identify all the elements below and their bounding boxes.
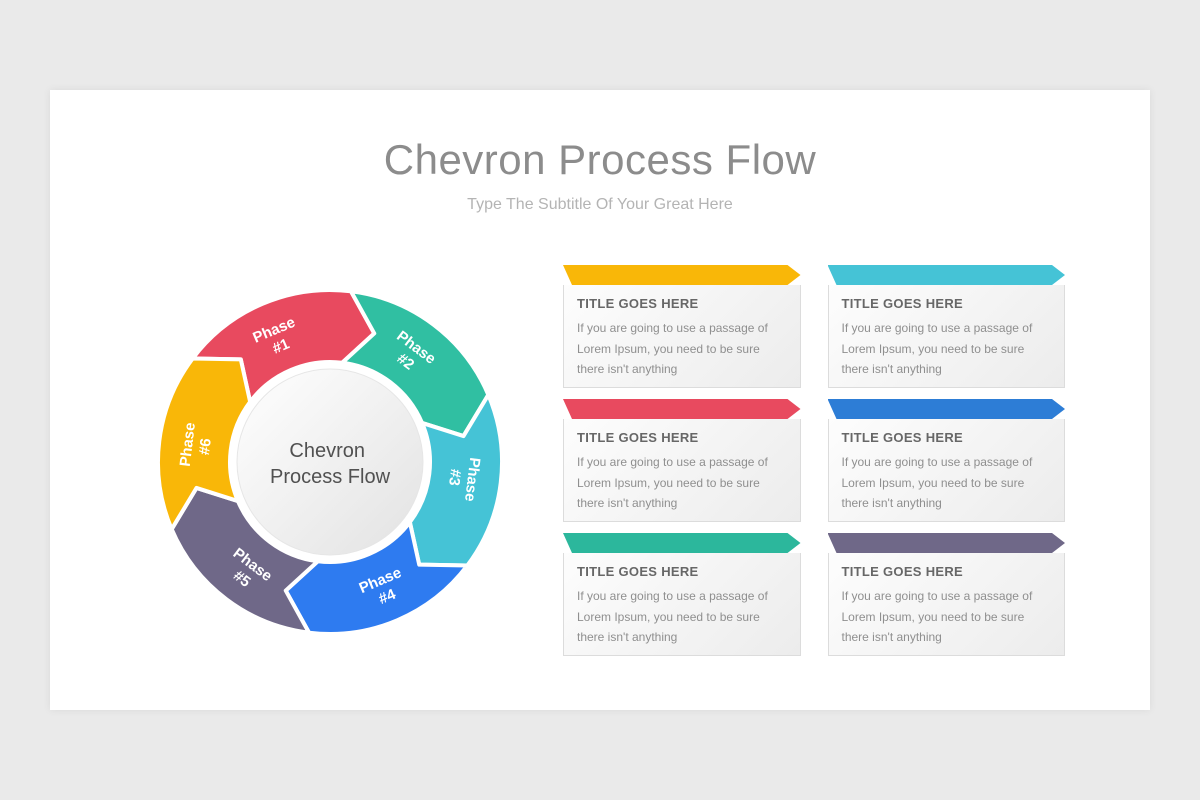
card-5-chevron-banner [563, 533, 801, 553]
card-3-chevron-banner [563, 399, 801, 419]
card-5-text: If you are going to use a passage of Lor… [577, 589, 768, 645]
diagram-center-label-line2: Process Flow [270, 466, 391, 488]
slide-title: Chevron Process Flow [383, 136, 817, 183]
slide: Chevron Process Flow Type The Subtitle O… [50, 90, 1150, 710]
card-2-text: If you are going to use a passage of Lor… [841, 321, 1033, 377]
cards-grid: TITLE GOES HERE If you are going to use … [563, 265, 1065, 656]
card-1-body: TITLE GOES HERE If you are going to use … [563, 285, 801, 388]
phase-segment-6 [156, 356, 253, 532]
card-1-chevron-banner [563, 265, 801, 285]
card-6: TITLE GOES HERE If you are going to use … [827, 533, 1066, 656]
card-3-text: If you are going to use a passage of Lor… [577, 455, 768, 511]
card-4-text: If you are going to use a passage of Lor… [841, 455, 1033, 511]
card-2-chevron-banner [828, 265, 1066, 285]
card-4-chevron-banner [828, 399, 1066, 419]
phase-label-6: Phase#6 [177, 422, 217, 470]
card-3-body: TITLE GOES HERE If you are going to use … [563, 419, 801, 522]
card-6-title: TITLE GOES HERE [841, 564, 964, 579]
card-6-chevron-banner [828, 533, 1066, 553]
slide-subtitle: Type The Subtitle Of Your Great Here [467, 196, 733, 213]
diagram-center-circle [236, 368, 424, 556]
card-3: TITLE GOES HERE If you are going to use … [563, 399, 801, 522]
card-6-body: TITLE GOES HERE If you are going to use … [827, 553, 1065, 656]
card-6-text: If you are going to use a passage of Lor… [841, 589, 1033, 645]
card-1-text: If you are going to use a passage of Lor… [577, 321, 768, 377]
card-2: TITLE GOES HERE If you are going to use … [827, 265, 1066, 388]
card-5-title: TITLE GOES HERE [577, 564, 699, 579]
card-3-title: TITLE GOES HERE [577, 430, 699, 445]
phase-label-3: Phase#3 [443, 454, 483, 502]
diagram-center-label-line1: Chevron [289, 440, 365, 462]
card-4-title: TITLE GOES HERE [841, 430, 964, 445]
card-5: TITLE GOES HERE If you are going to use … [563, 533, 801, 656]
card-4-body: TITLE GOES HERE If you are going to use … [827, 419, 1065, 522]
card-5-body: TITLE GOES HERE If you are going to use … [563, 553, 801, 656]
card-2-title: TITLE GOES HERE [841, 296, 964, 311]
card-4: TITLE GOES HERE If you are going to use … [827, 399, 1066, 522]
card-1-title: TITLE GOES HERE [577, 296, 699, 311]
card-1: TITLE GOES HERE If you are going to use … [563, 265, 801, 388]
diagram-center-label: Chevron Process Flow [270, 440, 391, 488]
card-2-body: TITLE GOES HERE If you are going to use … [827, 285, 1065, 388]
